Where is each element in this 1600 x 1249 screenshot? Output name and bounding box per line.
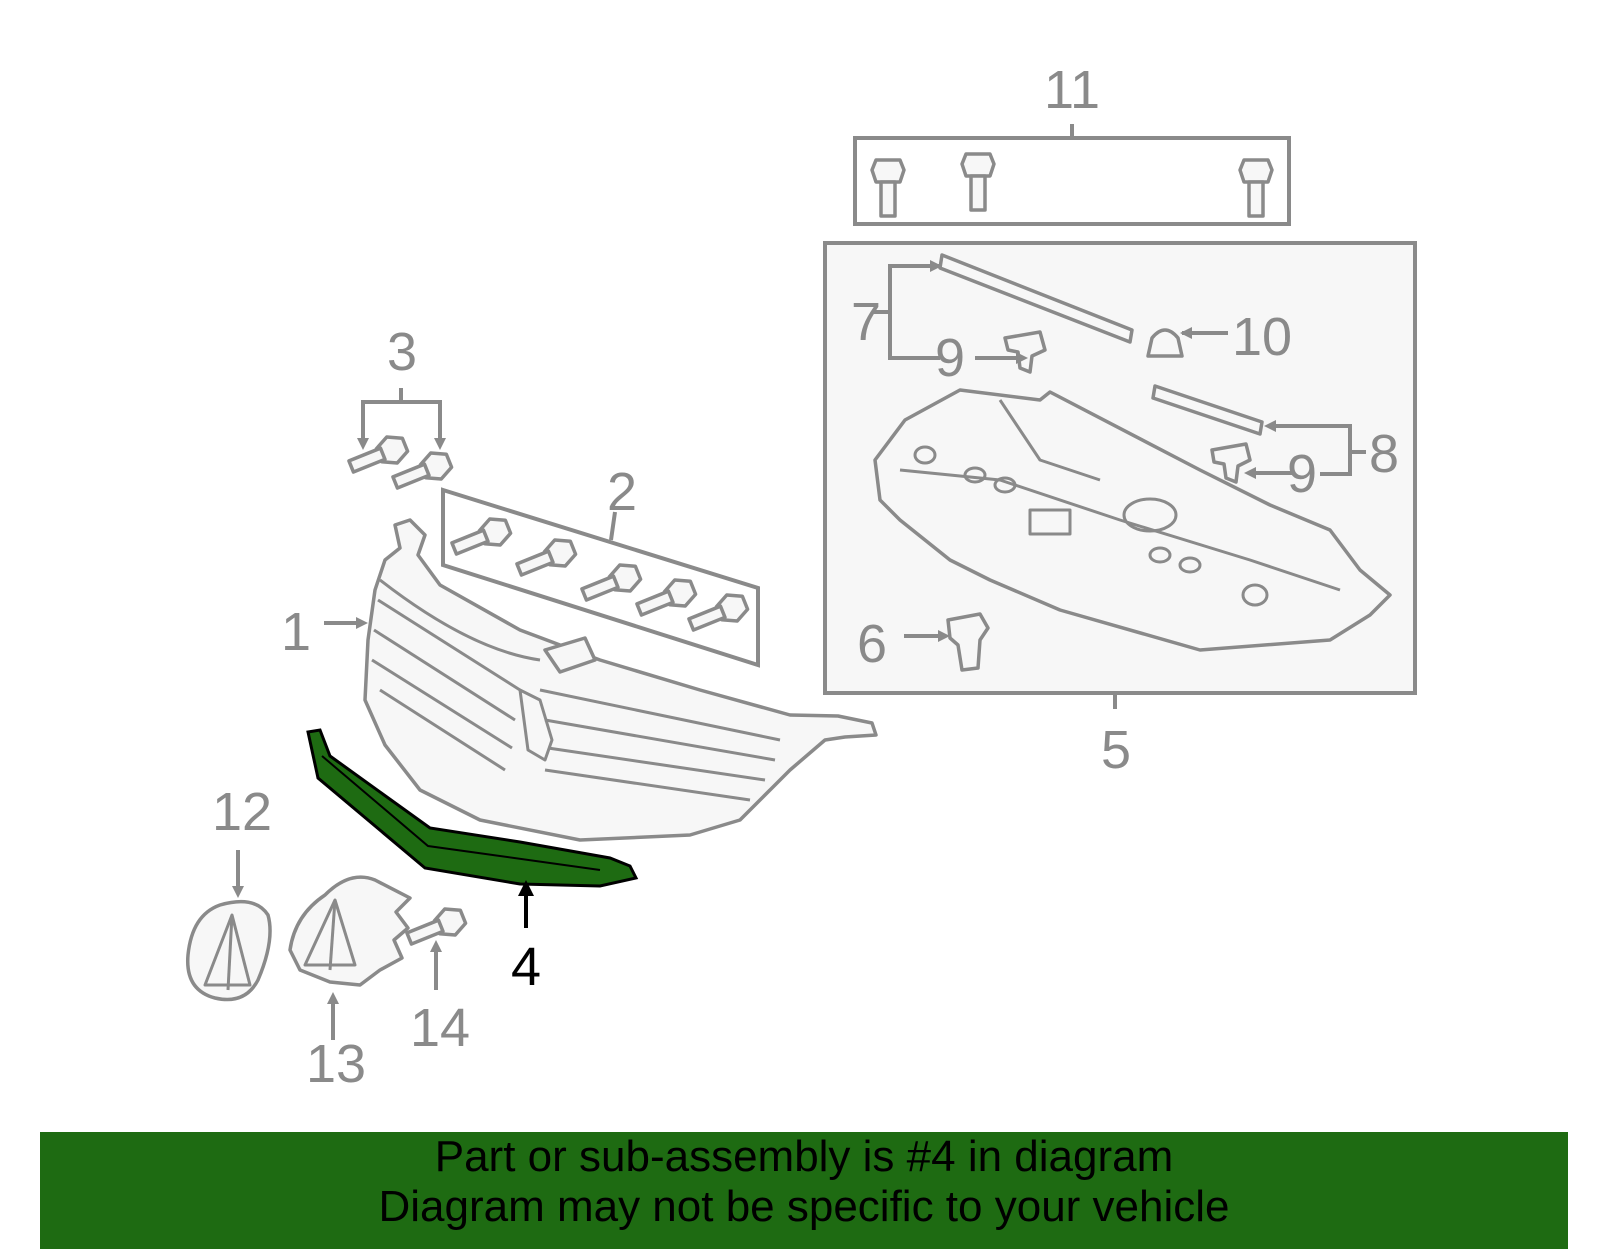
callout-1: 1 — [281, 602, 311, 662]
callout-9-lower: 9 — [1287, 444, 1317, 504]
part-13-emblem-base — [288, 875, 412, 1040]
callout-14: 14 — [410, 998, 470, 1058]
part-3-screws — [344, 388, 456, 498]
callout-6: 6 — [857, 614, 887, 674]
part-11-bolt-set — [853, 124, 1291, 226]
banner-line-2: Diagram may not be specific to your vehi… — [378, 1182, 1230, 1231]
callout-8: 8 — [1369, 424, 1399, 484]
banner-line-1: Part or sub-assembly is #4 in diagram — [434, 1132, 1174, 1181]
callout-7: 7 — [851, 292, 881, 352]
callout-3: 3 — [387, 322, 417, 382]
callout-12: 12 — [212, 782, 272, 842]
part-2-screw-set — [441, 487, 760, 668]
part-5-box — [823, 241, 1417, 709]
callout-13: 13 — [306, 1034, 366, 1094]
callout-2: 2 — [607, 462, 637, 522]
info-banner: Part or sub-assembly is #4 in diagram Di… — [40, 1132, 1568, 1249]
callout-11: 11 — [1044, 60, 1100, 120]
part-14-screw — [402, 902, 470, 990]
callout-9-upper: 9 — [935, 328, 965, 388]
parts-diagram: 1 2 3 4 5 6 7 8 9 9 10 11 12 13 14 — [186, 60, 1417, 1094]
part-1-grille — [324, 518, 878, 842]
callout-4: 4 — [511, 937, 541, 997]
callout-10: 10 — [1232, 307, 1292, 367]
part-12-emblem — [186, 850, 272, 1002]
callout-5: 5 — [1101, 720, 1131, 780]
part-4-grille-molding — [306, 728, 639, 928]
